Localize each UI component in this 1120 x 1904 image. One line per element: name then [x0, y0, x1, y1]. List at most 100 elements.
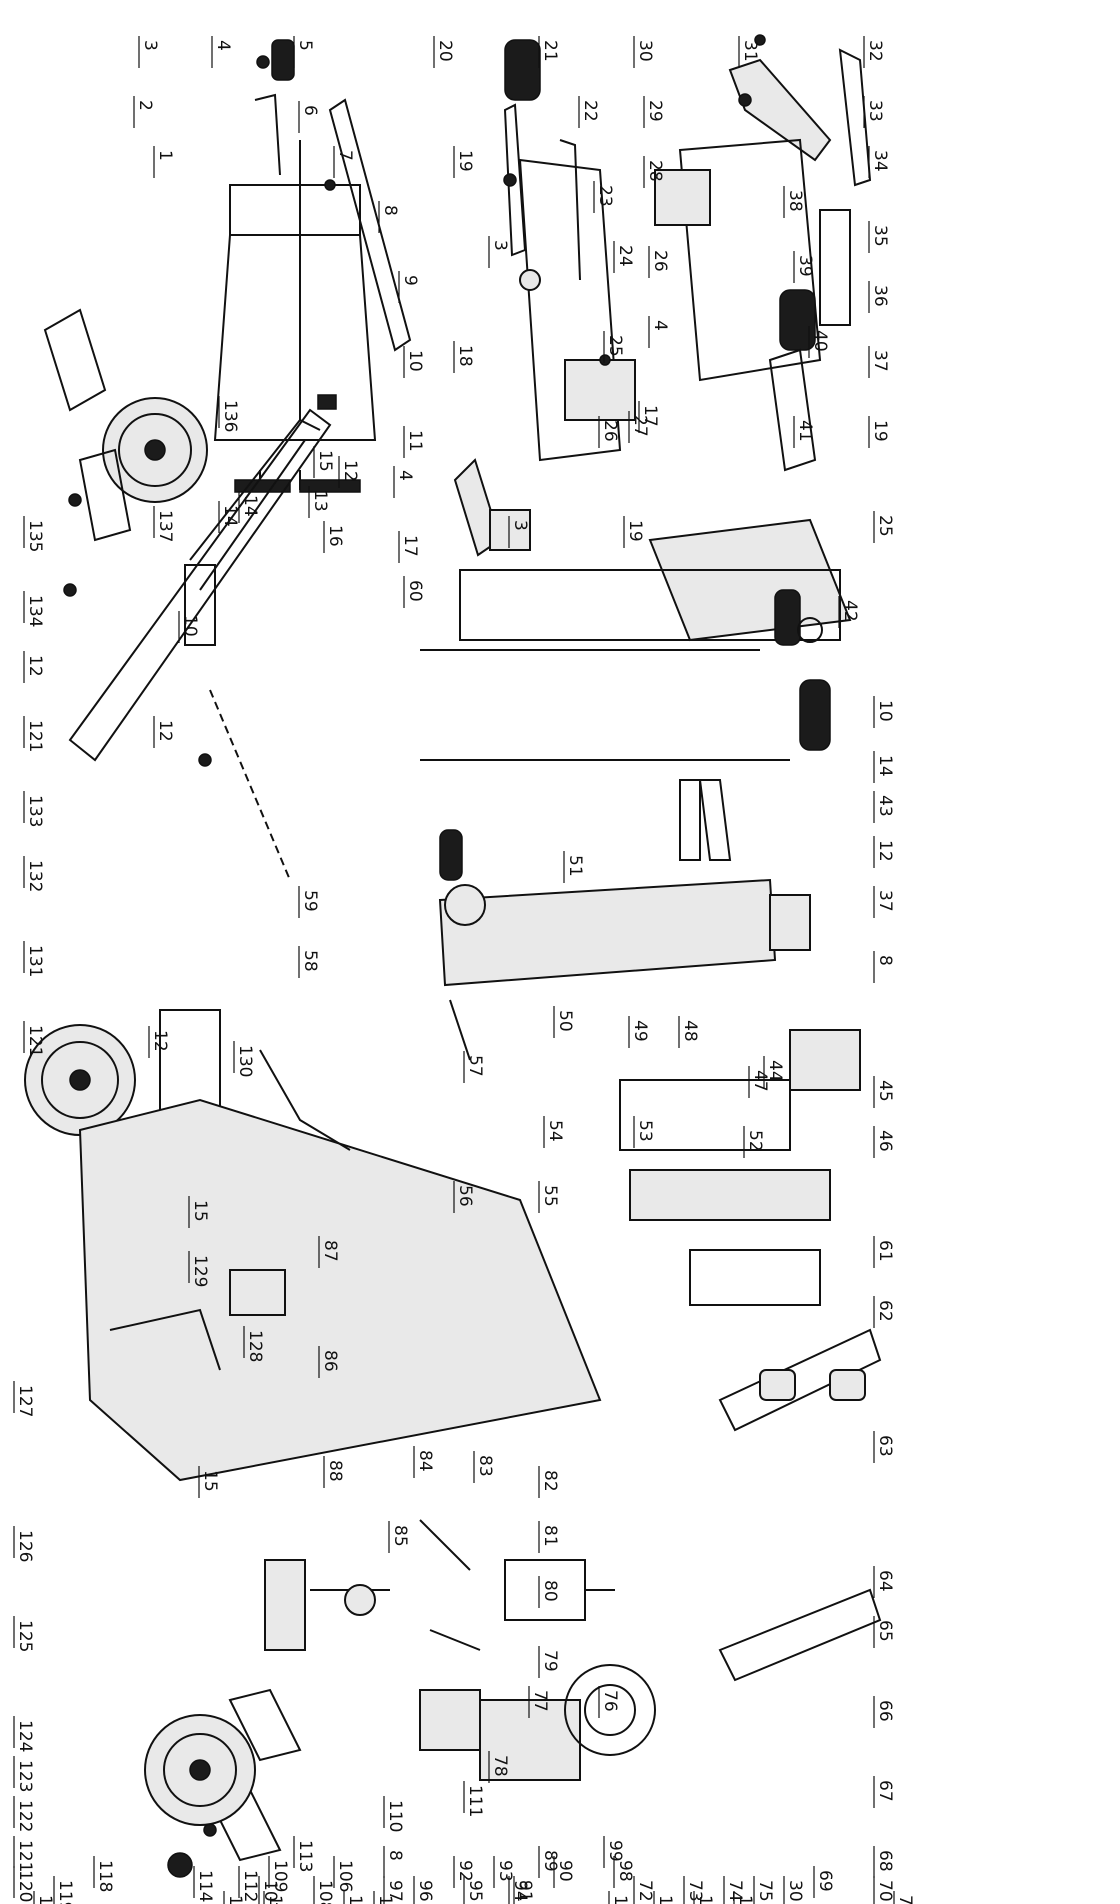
callout-122: 122 [15, 1800, 35, 1832]
callout-76: 76 [600, 1690, 620, 1712]
callout-121a: 121 [25, 720, 45, 752]
callout-4c: 4 [650, 320, 670, 331]
callout-88: 88 [325, 1460, 345, 1482]
callout-1: 1 [155, 150, 175, 161]
callout-55: 55 [540, 1185, 560, 1207]
callout-68: 68 [875, 1850, 895, 1872]
callout-125: 125 [15, 1620, 35, 1652]
callout-97: 97 [385, 1880, 405, 1902]
callout-16: 16 [325, 525, 345, 547]
callout-105: 105 [345, 1895, 365, 1904]
callout-134: 134 [25, 595, 45, 627]
callout-109: 109 [270, 1860, 290, 1892]
callout-118: 118 [95, 1860, 115, 1892]
callout-13: 13 [310, 490, 330, 512]
callout-25b: 25 [875, 515, 895, 537]
part-front-wheel-assembly [43, 308, 208, 597]
callout-107: 107 [260, 1880, 280, 1904]
callout-58: 58 [300, 950, 320, 972]
callout-61: 61 [875, 1240, 895, 1262]
callout-126: 126 [15, 1530, 35, 1562]
callout-75: 75 [755, 1880, 775, 1902]
callout-123: 123 [15, 1760, 35, 1792]
callout-114: 114 [195, 1870, 215, 1902]
callout-72: 72 [635, 1880, 655, 1902]
callout-15a: 15 [315, 450, 335, 472]
callout-10c: 10 [875, 700, 895, 722]
callout-6: 6 [300, 105, 320, 116]
callout-41: 41 [795, 420, 815, 442]
callout-137: 137 [155, 510, 175, 542]
callout-2: 2 [135, 100, 155, 111]
callout-8a: 8 [380, 205, 400, 216]
part-pump-valves [144, 1519, 481, 1878]
callout-60: 60 [405, 580, 425, 602]
callout-29: 29 [645, 100, 665, 122]
part-base-frame [24, 1009, 602, 1482]
callout-92: 92 [455, 1860, 475, 1882]
part-electric-motor [479, 1559, 656, 1781]
callout-10b: 10 [180, 615, 200, 637]
callout-103: 103 [735, 1895, 755, 1904]
callout-15b: 15 [190, 1200, 210, 1222]
part-frame-assembly [213, 39, 412, 493]
callout-69: 69 [815, 1870, 835, 1892]
callout-4a: 4 [213, 40, 233, 51]
callout-119: 119 [55, 1880, 75, 1904]
callout-98: 98 [615, 1860, 635, 1882]
callout-86: 86 [320, 1350, 340, 1372]
callout-78: 78 [490, 1755, 510, 1777]
callout-116: 116 [265, 1895, 285, 1904]
part-hydraulic-cylinder [438, 829, 811, 1061]
callout-25a: 25 [605, 335, 625, 357]
callout-56: 56 [455, 1185, 475, 1207]
callout-87: 87 [320, 1240, 340, 1262]
callout-40: 40 [810, 330, 830, 352]
callout-7: 7 [335, 150, 355, 161]
callout-82: 82 [540, 1470, 560, 1492]
callout-130: 130 [235, 1045, 255, 1077]
callout-26b: 26 [650, 250, 670, 272]
callout-37b: 37 [875, 890, 895, 912]
callout-22: 22 [580, 100, 600, 122]
callout-24: 24 [615, 245, 635, 267]
callout-108: 108 [315, 1880, 335, 1904]
callout-46: 46 [875, 1130, 895, 1152]
callout-15c: 15 [200, 1470, 220, 1492]
callout-129: 129 [190, 1255, 210, 1287]
callout-3b: 3 [490, 240, 510, 251]
callout-121c: 121 [15, 1840, 35, 1872]
callout-89: 89 [540, 1850, 560, 1872]
callout-19a: 19 [455, 150, 475, 172]
callout-9: 9 [400, 275, 420, 286]
callout-66: 66 [875, 1700, 895, 1722]
callout-45: 45 [875, 1080, 895, 1102]
callout-71: 71 [895, 1895, 915, 1904]
callout-12d: 12 [150, 1030, 170, 1052]
callout-12c: 12 [155, 720, 175, 742]
callout-30b: 30 [785, 1880, 805, 1902]
callout-17b: 17 [640, 405, 660, 427]
callout-79: 79 [540, 1650, 560, 1672]
callout-120: 120 [15, 1870, 35, 1902]
callout-62: 62 [875, 1300, 895, 1322]
callout-31: 31 [740, 40, 760, 62]
callout-14c: 14 [875, 755, 895, 777]
callout-90: 90 [555, 1860, 575, 1882]
callout-73: 73 [685, 1880, 705, 1902]
callout-80: 80 [540, 1580, 560, 1602]
callout-35: 35 [870, 225, 890, 247]
callout-124: 124 [15, 1720, 35, 1752]
callout-3a: 3 [140, 40, 160, 51]
callout-27: 27 [630, 415, 650, 437]
part-handle-assembly [453, 39, 636, 557]
callout-42: 42 [840, 600, 860, 622]
callout-99: 99 [605, 1840, 625, 1862]
callout-5: 5 [295, 40, 315, 51]
callout-43: 43 [875, 795, 895, 817]
callout-20: 20 [435, 40, 455, 62]
callout-8c: 8 [385, 1850, 405, 1861]
callout-77: 77 [530, 1690, 550, 1712]
callout-51: 51 [565, 855, 585, 877]
